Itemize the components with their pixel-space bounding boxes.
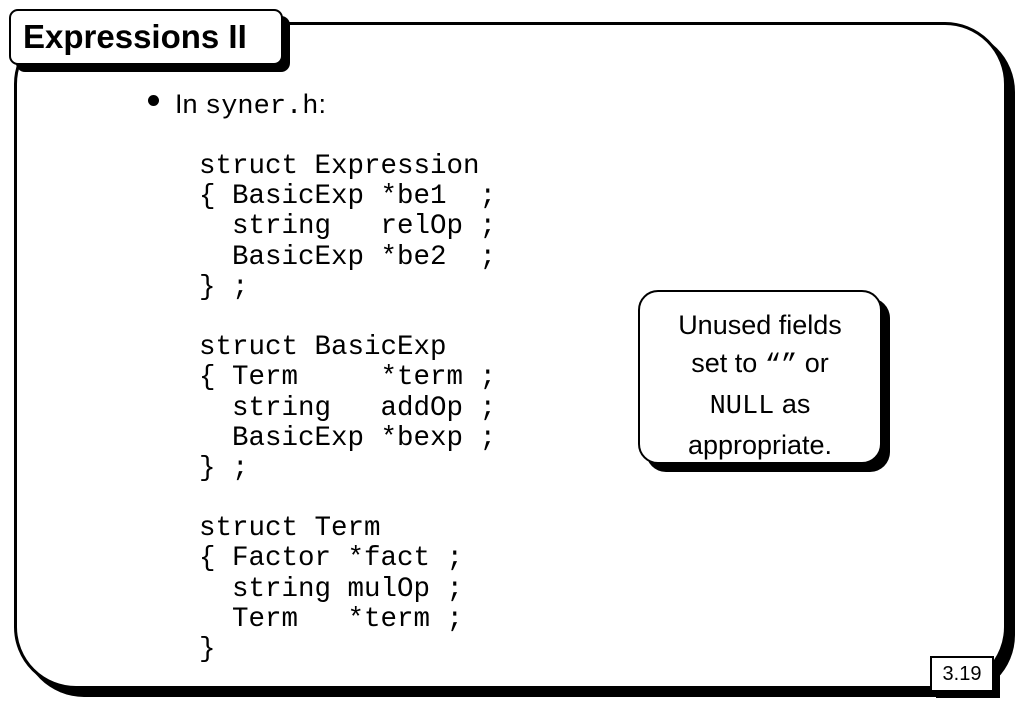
- code-line: } ;: [199, 271, 249, 303]
- slide-title: Expressions II: [9, 9, 283, 65]
- bullet-suffix: :: [318, 89, 326, 119]
- code-line: string addOp ;: [199, 392, 497, 424]
- callout-line-2: set to “” or: [640, 344, 880, 385]
- code-line: { Factor *fact ;: [199, 543, 464, 575]
- bullet-item: In syner.h:: [148, 84, 326, 127]
- page-number: 3.19: [930, 656, 994, 692]
- code-line: BasicExp *bexp ;: [199, 422, 497, 454]
- callout-line-3: NULL as: [640, 385, 880, 426]
- callout-or: or: [797, 348, 829, 378]
- bullet-dot-icon: [148, 95, 159, 106]
- callout-set-to: set to: [691, 348, 765, 378]
- code-block: struct Expression{ BasicExp *be1 ; strin…: [199, 151, 497, 665]
- code-line: }: [199, 634, 216, 665]
- code-line: struct BasicExp: [199, 332, 447, 364]
- code-line: string mulOp ;: [199, 573, 464, 605]
- code-line: [199, 484, 496, 514]
- code-line: { BasicExp *be1 ;: [199, 181, 497, 213]
- code-line: Term *term ;: [199, 603, 464, 635]
- code-line: struct Expression: [199, 151, 480, 182]
- code-line: } ;: [199, 452, 249, 484]
- callout-null: NULL: [709, 392, 775, 422]
- code-line: string relOp ;: [199, 211, 497, 243]
- callout-as: as: [774, 389, 811, 419]
- code-line: BasicExp *be2 ;: [199, 241, 497, 273]
- callout-line-1: Unused fields: [678, 310, 842, 340]
- code-line: { Term *term ;: [199, 362, 497, 394]
- code-line: struct Term: [199, 513, 381, 545]
- bullet-prefix: In: [175, 89, 206, 119]
- callout-empty-quotes: “”: [764, 351, 798, 381]
- callout-note: Unused fields set to “” or NULL as appro…: [638, 290, 882, 464]
- bullet-filename: syner.h: [205, 92, 319, 122]
- callout-line-4: appropriate.: [687, 430, 833, 460]
- code-line: [199, 303, 496, 333]
